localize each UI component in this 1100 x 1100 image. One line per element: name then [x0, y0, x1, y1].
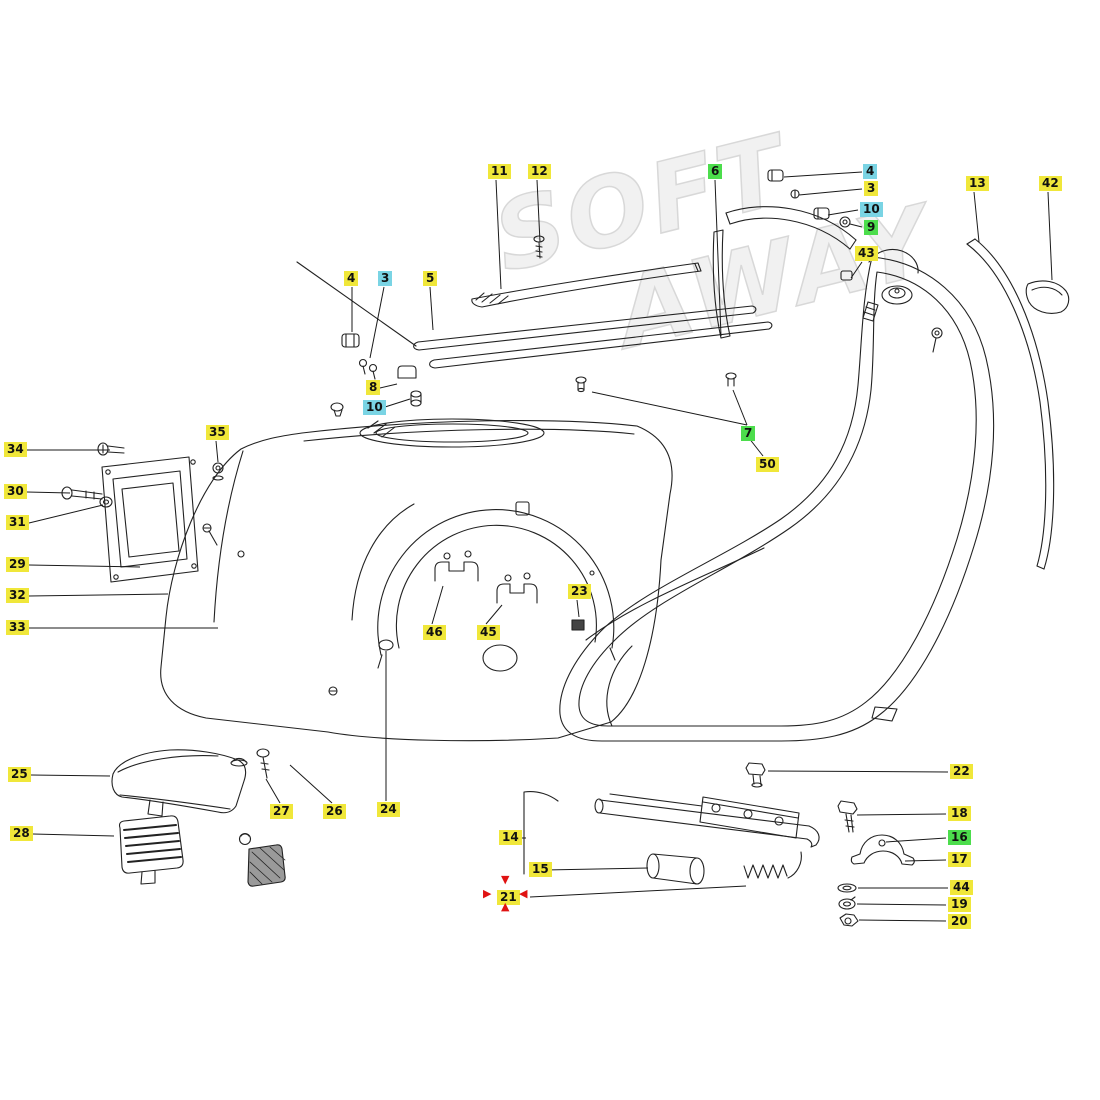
part-label-16[interactable]: 16	[948, 830, 971, 845]
leader-line-4	[783, 171, 863, 178]
leader-line-10	[384, 398, 411, 408]
part-label-26[interactable]: 26	[323, 804, 346, 819]
part-label-15[interactable]: 15	[529, 862, 552, 877]
leader-line-25	[30, 774, 111, 777]
part-label-46[interactable]: 46	[423, 625, 446, 640]
part-label-23[interactable]: 23	[568, 584, 591, 599]
part-label-10[interactable]: 10	[363, 400, 386, 415]
leader-line-5	[429, 286, 434, 331]
focus-arrow-icon: ▶	[483, 887, 492, 900]
leader-line-20	[858, 919, 947, 922]
part-label-8[interactable]: 8	[366, 380, 381, 395]
part-label-25[interactable]: 25	[8, 767, 31, 782]
part-label-27[interactable]: 27	[270, 804, 293, 819]
leader-line-28	[32, 833, 115, 837]
leader-line-12	[536, 179, 541, 243]
part-label-14[interactable]: 14	[499, 830, 522, 845]
leader-line-43	[850, 261, 863, 279]
part-label-18[interactable]: 18	[948, 806, 971, 821]
part-label-34[interactable]: 34	[4, 442, 27, 457]
part-label-43[interactable]: 43	[855, 246, 878, 261]
focus-arrow-icon: ▼	[501, 873, 510, 886]
part-label-45[interactable]: 45	[477, 625, 500, 640]
leader-line-3	[798, 188, 863, 196]
part-label-7[interactable]: 7	[741, 426, 756, 441]
part-label-28[interactable]: 28	[10, 826, 33, 841]
part-label-21[interactable]: 21	[497, 890, 520, 905]
part-label-4[interactable]: 4	[344, 271, 359, 286]
part-label-50[interactable]: 50	[756, 457, 779, 472]
part-label-44[interactable]: 44	[950, 880, 973, 895]
leader-line-7	[732, 389, 748, 426]
leader-line-26	[289, 764, 333, 804]
part-label-6[interactable]: 6	[708, 164, 723, 179]
leader-lines	[26, 171, 1053, 922]
part-label-33[interactable]: 33	[6, 620, 29, 635]
trim-strips-art	[296, 169, 857, 369]
leader-line-29	[28, 564, 141, 568]
part-label-4[interactable]: 4	[863, 164, 878, 179]
part-label-35[interactable]: 35	[206, 425, 229, 440]
watermark: SOFT AWAY	[483, 112, 950, 373]
leader-line-19	[856, 903, 947, 906]
leader-line-35	[215, 440, 219, 463]
part-label-5[interactable]: 5	[423, 271, 438, 286]
leader-line-10	[827, 209, 859, 216]
leader-line-21	[529, 885, 747, 898]
leader-line-17	[904, 859, 947, 862]
front-parts-art	[111, 748, 286, 887]
leader-line-11	[495, 179, 502, 290]
part-label-3[interactable]: 3	[864, 181, 879, 196]
focus-arrow-icon: ◀	[519, 887, 528, 900]
leader-line-6	[714, 179, 722, 337]
leader-line-7	[591, 391, 748, 426]
leader-line-31	[28, 504, 104, 524]
leader-line-22	[767, 770, 949, 773]
leader-line-46	[431, 585, 444, 625]
mid-hardware-art	[330, 333, 737, 417]
side-cowl-art	[160, 418, 673, 742]
frame-art	[559, 248, 995, 742]
part-label-24[interactable]: 24	[377, 802, 400, 817]
part-label-19[interactable]: 19	[948, 897, 971, 912]
part-label-20[interactable]: 20	[948, 914, 971, 929]
part-label-31[interactable]: 31	[6, 515, 29, 530]
leader-line-8	[379, 383, 398, 389]
leader-line-27	[265, 778, 281, 804]
part-label-3[interactable]: 3	[378, 271, 393, 286]
leader-line-15	[544, 867, 649, 871]
leader-line-3	[369, 286, 385, 359]
plate-holder-art	[101, 456, 245, 583]
part-label-22[interactable]: 22	[950, 764, 973, 779]
leader-line-16	[885, 837, 947, 843]
leader-line-13	[973, 191, 980, 243]
leader-line-45	[485, 604, 503, 625]
leader-line-9	[849, 223, 863, 228]
part-label-32[interactable]: 32	[6, 588, 29, 603]
leader-line-23	[576, 599, 580, 618]
part-label-10[interactable]: 10	[860, 202, 883, 217]
leader-line-32	[28, 593, 169, 597]
part-label-17[interactable]: 17	[948, 852, 971, 867]
stand-assembly-art	[523, 791, 820, 885]
leader-line-30	[26, 491, 71, 494]
leader-line-42	[1047, 191, 1053, 281]
leader-line-18	[856, 813, 947, 816]
part-label-30[interactable]: 30	[4, 484, 27, 499]
part-label-42[interactable]: 42	[1039, 176, 1062, 191]
part-label-13[interactable]: 13	[966, 176, 989, 191]
part-label-12[interactable]: 12	[528, 164, 551, 179]
part-label-11[interactable]: 11	[488, 164, 511, 179]
part-label-29[interactable]: 29	[6, 557, 29, 572]
edge-trim-art	[966, 238, 1070, 570]
right-hardware-art	[745, 762, 915, 927]
focus-arrow-icon: ▲	[501, 900, 510, 913]
part-label-9[interactable]: 9	[864, 220, 879, 235]
